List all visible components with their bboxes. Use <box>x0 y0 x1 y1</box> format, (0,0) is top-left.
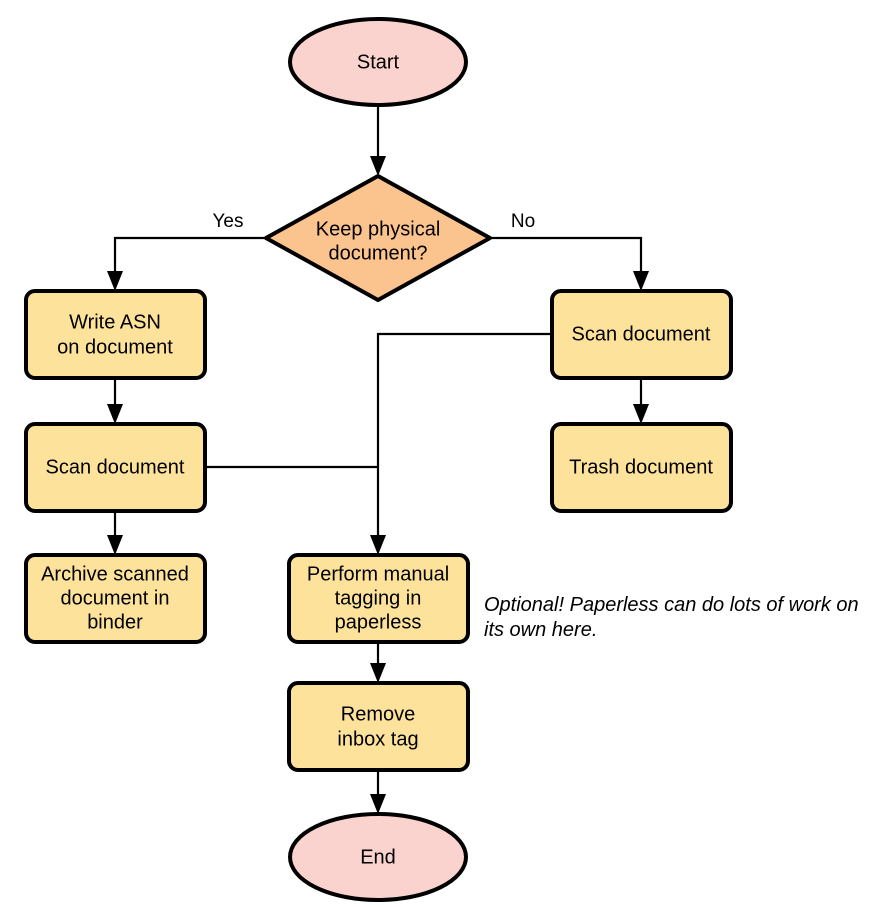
remove-inbox-tag-box[interactable] <box>287 681 470 772</box>
node-label-write-asn-line2: on document <box>57 336 173 358</box>
node-decision-keep-physical-document[interactable]: Keep physical document? <box>264 174 492 302</box>
node-label-trash-document: Trash document <box>569 456 713 478</box>
node-label-write-asn-line1: Write ASN <box>69 311 161 333</box>
node-label-decision-line2: document? <box>329 242 428 264</box>
node-label-end: End <box>360 846 396 868</box>
arrowhead-icon <box>633 271 649 291</box>
decision-diamond[interactable] <box>264 174 492 302</box>
node-label-scan-document-left: Scan document <box>46 456 185 478</box>
node-end[interactable]: End <box>288 812 468 902</box>
arrowhead-icon <box>633 404 649 424</box>
node-perform-manual-tagging[interactable]: Perform manual tagging in paperless <box>287 553 470 644</box>
scan-document-left-box[interactable] <box>24 422 207 513</box>
node-label-tagging-line2: tagging in <box>335 587 422 609</box>
write-asn-box[interactable] <box>24 289 207 380</box>
node-label-scan-document-right: Scan document <box>572 323 711 345</box>
edge-scan-right-to-tagging <box>370 332 552 555</box>
node-label-remove-inbox-line2: inbox tag <box>337 728 418 750</box>
arrowhead-icon <box>107 271 123 291</box>
arrowhead-icon <box>107 535 123 555</box>
arrowhead-icon <box>370 663 386 683</box>
node-start[interactable]: Start <box>288 17 468 107</box>
edge-label-yes: Yes <box>213 211 244 232</box>
edge-line <box>490 236 643 277</box>
node-label-start: Start <box>357 51 400 73</box>
arrowhead-icon <box>370 156 386 176</box>
node-label-tagging-line1: Perform manual <box>307 563 449 585</box>
node-label-archive-line1: Archive scanned <box>41 563 189 585</box>
edge-line <box>376 332 552 541</box>
node-remove-inbox-tag[interactable]: Remove inbox tag <box>287 681 470 772</box>
scan-document-right-box[interactable] <box>550 289 733 380</box>
annotation-optional-note: Optional! Paperless can do lots of work … <box>484 594 859 641</box>
edge-decision-to-write-asn: Yes <box>107 211 266 291</box>
arrowhead-icon <box>370 794 386 814</box>
edge-scan-left-to-archive <box>107 510 123 555</box>
node-write-asn[interactable]: Write ASN on document <box>24 289 207 380</box>
node-scan-document-right[interactable]: Scan document <box>550 289 733 380</box>
annotation-line1: Optional! Paperless can do lots of work … <box>484 594 859 616</box>
archive-box[interactable] <box>24 553 207 644</box>
edge-write-asn-to-scan-left <box>107 378 123 424</box>
edge-scan-right-to-trash <box>633 378 649 424</box>
edge-line <box>113 236 266 277</box>
start-ellipse[interactable] <box>288 17 468 107</box>
node-label-tagging-line3: paperless <box>335 611 422 633</box>
arrowhead-icon <box>370 535 386 555</box>
node-trash-document[interactable]: Trash document <box>550 422 733 513</box>
tagging-box[interactable] <box>287 553 470 644</box>
edge-remove-inbox-to-end <box>370 770 386 814</box>
edge-tagging-to-remove-inbox <box>370 641 386 683</box>
node-label-archive-line2: document in <box>61 587 170 609</box>
node-scan-document-left[interactable]: Scan document <box>24 422 207 513</box>
node-label-archive-line3: binder <box>87 611 143 633</box>
node-label-decision-line1: Keep physical <box>316 218 441 240</box>
node-label-remove-inbox-line1: Remove <box>341 703 415 725</box>
annotation-line2: its own here. <box>484 619 597 641</box>
edge-decision-to-scan-right: No <box>490 211 649 291</box>
arrowhead-icon <box>107 404 123 424</box>
end-ellipse[interactable] <box>288 812 468 902</box>
node-archive-scanned-document[interactable]: Archive scanned document in binder <box>24 553 207 644</box>
trash-document-box[interactable] <box>550 422 733 513</box>
edge-label-no: No <box>511 211 535 232</box>
edge-start-to-decision <box>370 103 386 176</box>
